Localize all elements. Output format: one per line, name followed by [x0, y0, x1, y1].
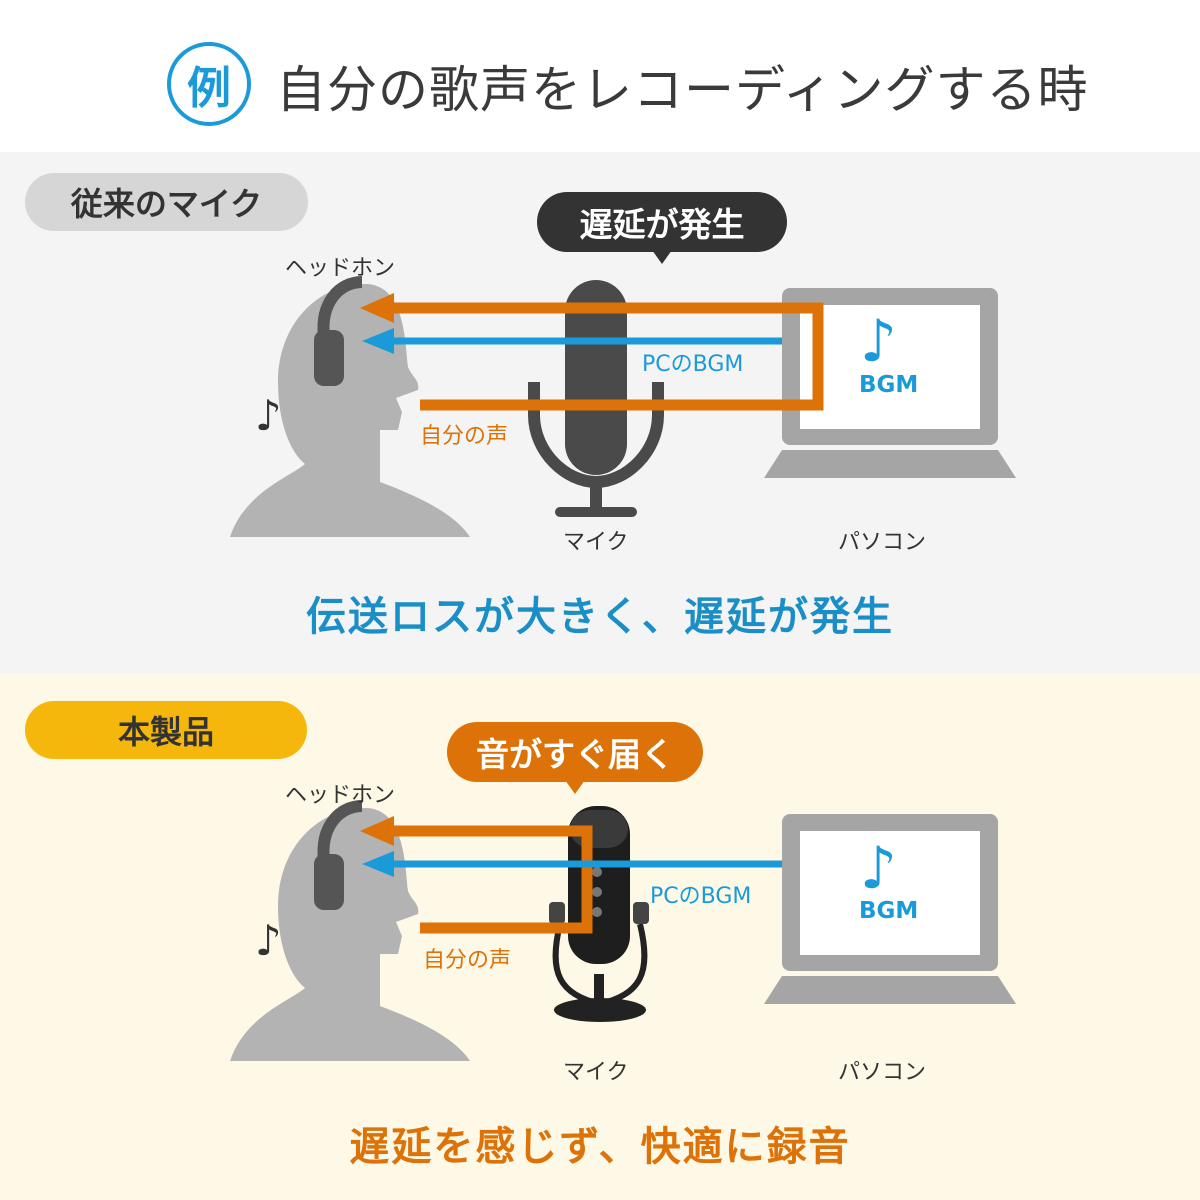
voice-loop-arrow	[390, 825, 593, 934]
screen-bgm-text: BGM	[859, 898, 919, 924]
music-note-icon: ♪	[860, 834, 898, 902]
headphone-cup	[314, 854, 344, 910]
studio-mic-icon	[528, 280, 664, 517]
product-diagram	[230, 800, 1016, 1061]
headphone-cup	[314, 330, 344, 386]
headphones-icon	[317, 276, 363, 338]
product-panel: 本製品 音がすぐ届く ヘッドホン P	[0, 674, 1200, 1200]
pc-label: パソコン	[838, 530, 927, 555]
music-note-icon: ♪	[255, 916, 282, 965]
conventional-diagram	[230, 276, 1016, 537]
screen-bgm-text: BGM	[859, 372, 919, 398]
conventional-tag: 従来のマイク	[25, 173, 308, 231]
bgm-arrow-head	[362, 328, 394, 354]
person-silhouette	[230, 284, 470, 537]
own-voice-label: 自分の声	[420, 424, 509, 449]
laptop-icon	[764, 814, 1016, 1004]
music-note-icon: ♪	[860, 307, 898, 375]
mic-label: マイク	[563, 1060, 629, 1085]
bgm-arrow-head	[362, 851, 394, 877]
voice-arrow-head	[360, 816, 394, 846]
pc-bgm-label: PCのBGM	[642, 352, 744, 377]
own-voice-label: 自分の声	[423, 948, 512, 973]
headphone-label: ヘッドホン	[285, 783, 396, 808]
header: 例 自分の歌声をレコーディングする時	[0, 0, 1200, 152]
voice-arrow-head	[360, 293, 394, 323]
headphones-icon	[317, 800, 363, 862]
usb-mic-icon	[549, 806, 649, 1022]
example-badge: 例	[167, 42, 251, 126]
headphone-label: ヘッドホン	[285, 256, 396, 281]
instant-callout: 音がすぐ届く	[447, 722, 703, 794]
person-silhouette	[230, 808, 470, 1061]
pc-label: パソコン	[838, 1060, 927, 1085]
page-title: 自分の歌声をレコーディングする時	[276, 61, 1089, 119]
laptop-icon	[764, 288, 1016, 478]
pc-bgm-label: PCのBGM	[650, 884, 752, 909]
mic-label: マイク	[563, 530, 629, 555]
voice-loop-arrow	[390, 302, 824, 411]
product-conclusion: 遅延を感じず、快適に録音	[349, 1124, 851, 1170]
product-tag: 本製品	[25, 701, 307, 759]
music-note-icon: ♪	[255, 391, 282, 440]
conventional-mic-panel: 従来のマイク 遅延が発生 ヘッドホン PCのBGM 自分の声 マイク	[0, 152, 1200, 674]
delay-callout: 遅延が発生	[537, 192, 787, 264]
conventional-conclusion: 伝送ロスが大きく、遅延が発生	[306, 594, 894, 640]
